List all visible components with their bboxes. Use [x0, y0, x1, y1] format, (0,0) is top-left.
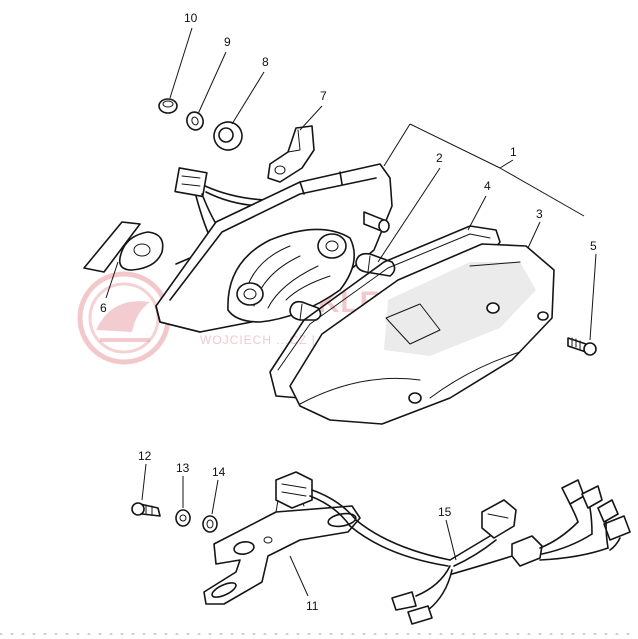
callout-14: 14 [212, 465, 226, 479]
part-14-washer [202, 515, 218, 533]
callout-10: 10 [184, 11, 198, 25]
part-5-screw [567, 337, 597, 356]
part-7-bracket [267, 125, 315, 183]
callout-2: 2 [436, 151, 443, 165]
part-6-reflector [83, 221, 164, 273]
callout-11: 11 [306, 599, 319, 613]
callout-3: 3 [536, 207, 543, 221]
callout-13: 13 [176, 461, 190, 475]
callout-labels: 10 9 8 7 1 2 4 3 5 6 12 13 14 15 11 [100, 11, 597, 613]
part-8-grommet [213, 121, 243, 151]
part-15-harness [275, 471, 631, 625]
part-11-bracket [203, 493, 361, 605]
callout-15: 15 [438, 505, 452, 519]
part-4-gasket [269, 225, 501, 399]
callout-9: 9 [224, 35, 231, 49]
callout-5: 5 [590, 239, 597, 253]
part-12-bolt [131, 502, 161, 517]
lamp-housing [155, 163, 393, 333]
callout-4: 4 [484, 179, 491, 193]
part-3-lens [289, 243, 555, 425]
part-13-nut [175, 509, 191, 527]
callout-6: 6 [100, 301, 107, 315]
part-10-cap [158, 98, 178, 114]
watermark-logo [77, 271, 171, 365]
callout-1: 1 [510, 145, 517, 159]
part-9-washer [186, 111, 204, 131]
callout-12: 12 [138, 449, 152, 463]
callout-8: 8 [262, 55, 269, 69]
callout-7: 7 [320, 89, 327, 103]
leader-lines [105, 27, 597, 597]
